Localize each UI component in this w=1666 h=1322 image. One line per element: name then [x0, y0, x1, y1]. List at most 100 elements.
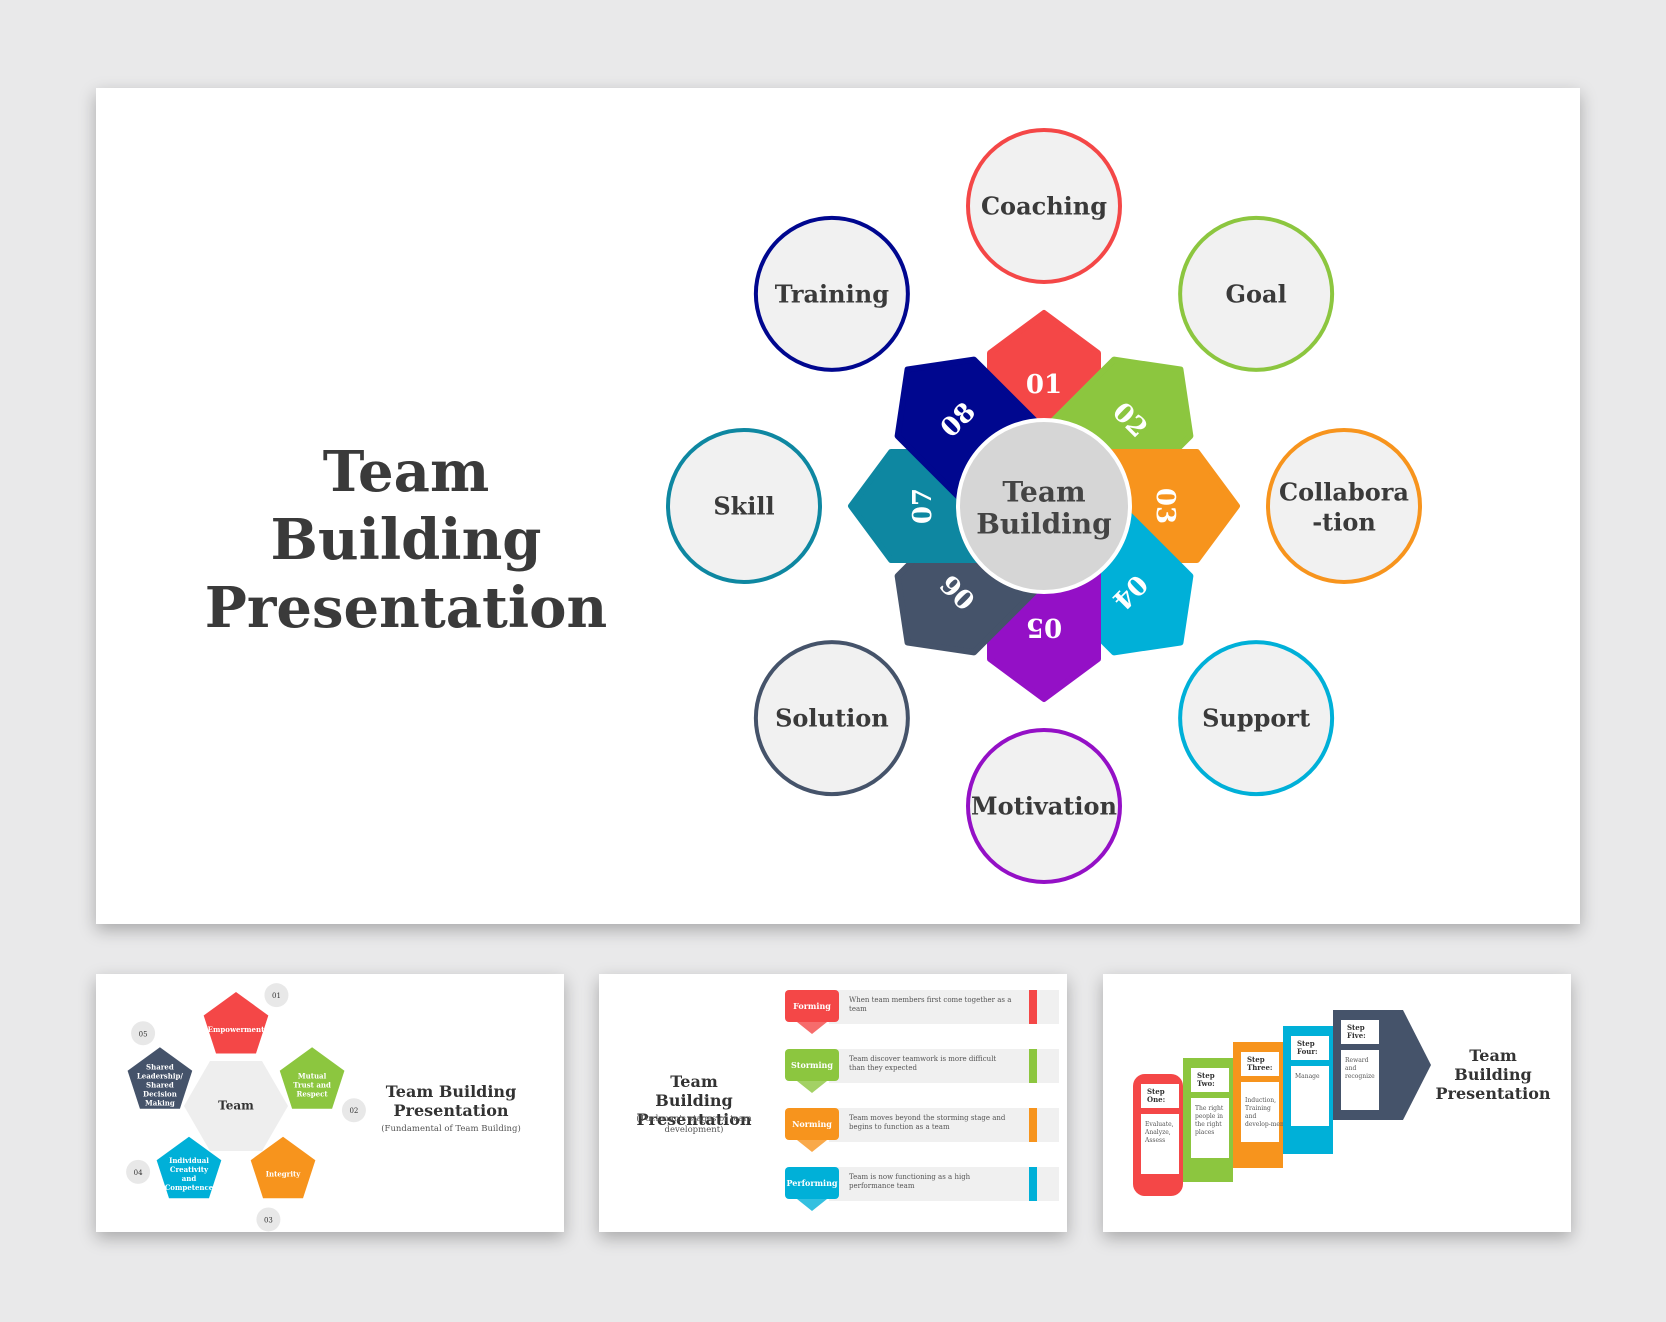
stage-badge-3 — [785, 1108, 839, 1140]
pentagon-label-05-line-5: Making — [145, 1098, 175, 1107]
step-desc-5-line-3: recognize — [1345, 1073, 1375, 1080]
thumbnail-slide-tuckman[interactable]: Team Building Presentation (Tuckman's st… — [599, 974, 1067, 1232]
circle-label-03-line-2: -tion — [1312, 508, 1376, 537]
step-desc-2-line-1: The right — [1195, 1105, 1224, 1112]
pentagon-label-01-line-1: Empowerment — [208, 1025, 265, 1034]
stage-desc-3-line-2: begins to function as a team — [849, 1123, 950, 1131]
circle-collaboration — [1266, 428, 1422, 584]
circle-label-03-line-1: Collabora — [1279, 478, 1409, 507]
thumb1-title: Team Building Presentation — [385, 1082, 517, 1120]
stage-row-2 — [829, 1049, 1059, 1083]
step-name-2-line-2: Two: — [1197, 1079, 1215, 1088]
circle-goal — [1178, 215, 1335, 372]
spoke-number-03: 03 — [1150, 488, 1180, 524]
step-desc-3-line-4: and — [1245, 1113, 1256, 1120]
stage-name-1: Forming — [793, 1001, 831, 1011]
circle-motivation — [966, 728, 1122, 884]
pentagon-label-05-line-3: Shared — [146, 1080, 174, 1089]
stage-accent-2 — [1029, 1049, 1037, 1083]
stage-desc-1-line-1: When team members first come together as… — [849, 996, 1011, 1004]
step-name-4-line-1: Step — [1297, 1039, 1315, 1048]
pentagon-01 — [203, 992, 269, 1054]
stage-badge-4 — [785, 1167, 839, 1199]
step-desc-5-line-1: Reward — [1345, 1057, 1369, 1064]
tuckman-stages: Forming When team members first come toge… — [785, 990, 1059, 1211]
circle-label-05: Motivation — [971, 792, 1117, 821]
step-name-1-line-1: Step — [1147, 1087, 1165, 1096]
pentagon-label-05-line-4: Decision — [143, 1089, 177, 1098]
pentagon-label-03-line-1: Integrity — [266, 1170, 302, 1179]
circle-label-08: Training — [775, 279, 889, 308]
step-name-3-line-2: Three: — [1247, 1063, 1272, 1072]
step-desc-3-line-3: Training — [1245, 1105, 1271, 1112]
step-head-box-2 — [1191, 1068, 1229, 1092]
step-desc-box-3 — [1241, 1082, 1279, 1142]
step-head-box-1 — [1141, 1084, 1179, 1108]
pentagon-label-02-line-3: Respect — [297, 1089, 329, 1098]
stage-pointer-4 — [797, 1199, 827, 1211]
number-02: 02 — [349, 1107, 358, 1115]
stage-badge-2 — [785, 1049, 839, 1081]
pentagon-label-04-line-3: and — [182, 1174, 197, 1183]
team-building-wheel: 0102030405060708TeamBuildingCoachingGoal… — [666, 128, 1422, 884]
stage-desc-2-line-2: than they expected — [849, 1064, 917, 1072]
pentagon-label-05-line-1: Shared — [146, 1062, 174, 1071]
number-bubble-04 — [126, 1159, 151, 1184]
step-name-5-line-2: Five: — [1347, 1031, 1366, 1040]
stage-accent-4 — [1029, 1167, 1037, 1201]
stage-row-1 — [829, 990, 1059, 1024]
stage-pointer-3 — [797, 1140, 827, 1152]
step-desc-5-line-2: and — [1345, 1065, 1356, 1072]
thumb3-title: Team Building Presentation — [1435, 1046, 1551, 1103]
stage-desc-2-line-1: Team discover teamwork is more difficult — [849, 1055, 996, 1063]
pentagon-02 — [279, 1047, 345, 1109]
title-line-2: Presentation — [204, 575, 608, 641]
step-name-3-line-1: Step — [1247, 1055, 1265, 1064]
five-steps-diagram: StepOne:Evaluate,Analyze,AssessStepTwo:T… — [1133, 1010, 1431, 1196]
center-label-line-1: Team — [1002, 476, 1085, 509]
number-bubble-02 — [341, 1098, 366, 1123]
stage-row-3 — [829, 1108, 1059, 1142]
step-name-4-line-2: Four: — [1297, 1047, 1318, 1056]
stage-name-3: Norming — [792, 1119, 832, 1129]
step-desc-2-line-3: the right — [1195, 1121, 1222, 1128]
pentagon-label-04-line-2: Creativity — [170, 1165, 209, 1174]
circle-support — [1178, 640, 1335, 797]
circle-coaching — [966, 128, 1122, 284]
pentagon-label-04-line-4: Competence — [165, 1183, 214, 1192]
stage-badge-1 — [785, 990, 839, 1022]
number-bubble-01 — [264, 983, 289, 1008]
circle-label-02: Goal — [1226, 279, 1287, 308]
step-desc-box-4 — [1291, 1066, 1329, 1126]
step-desc-1-line-3: Assess — [1144, 1137, 1165, 1144]
stage-accent-3 — [1029, 1108, 1037, 1142]
step-desc-4-line-1: Manage — [1295, 1073, 1320, 1080]
step-name-2-line-1: Step — [1197, 1071, 1215, 1080]
step-desc-2-line-2: people in — [1195, 1113, 1223, 1120]
stage-desc-4-line-1: Team is now functioning as a high — [849, 1173, 971, 1181]
circle-skill — [666, 428, 822, 584]
number-05: 05 — [139, 1030, 148, 1038]
step-name-1-line-2: One: — [1147, 1095, 1165, 1104]
number-01: 01 — [272, 992, 281, 1000]
step-name-5-line-1: Step — [1347, 1023, 1365, 1032]
spoke-number-05: 05 — [1026, 612, 1062, 642]
stage-pointer-1 — [797, 1022, 827, 1034]
number-04: 04 — [134, 1169, 143, 1177]
center-hexagon — [184, 1060, 288, 1152]
thumb2-subtitle: (Tuckman's stages of team development) — [636, 1114, 752, 1135]
circle-label-04: Support — [1202, 704, 1310, 733]
pentagon-03 — [250, 1136, 316, 1199]
step-desc-box-2 — [1191, 1098, 1229, 1158]
stage-desc-3-line-1: Team moves beyond the storming stage and — [849, 1114, 1006, 1122]
circle-label-01: Coaching — [981, 192, 1107, 221]
stage-desc-4-line-2: performance team — [849, 1182, 915, 1190]
step-head-box-5 — [1341, 1020, 1379, 1044]
stage-pointer-2 — [797, 1081, 827, 1093]
pentagon-label-02-line-1: Mutual — [298, 1071, 327, 1080]
spoke-number-07: 07 — [908, 488, 938, 524]
